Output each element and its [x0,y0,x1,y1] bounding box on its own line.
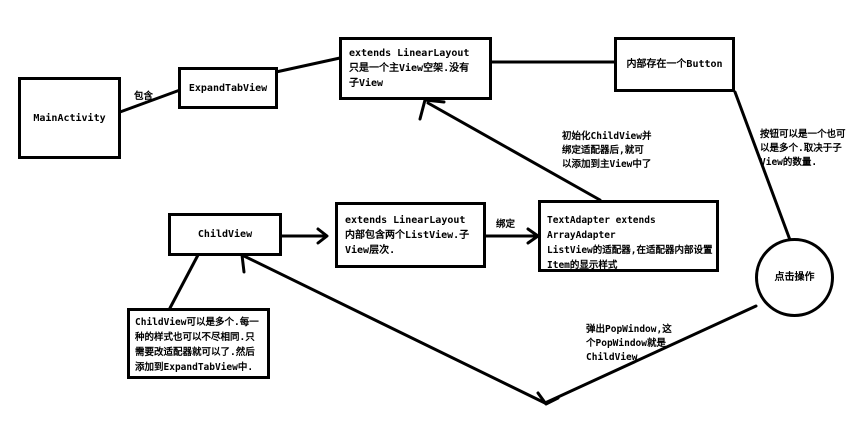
edge-click-to-child [242,254,758,405]
edge-label-button-note: 按钮可以是一个也可 以是多个.取决于子 View的数量. [760,129,846,168]
node-main-activity-label: MainActivity [33,112,106,124]
node-child-view-label: ChildView [197,229,253,240]
node-child-view: ChildView [168,213,282,256]
node-extends-linear-top: extends LinearLayout 只是一个主View空架.没有 子Vie… [339,37,492,100]
edge-main-to-expand [118,88,182,114]
edge-label-popup: 弹出PopWindow,这 个PopWindow就是 ChildView. [586,324,672,363]
node-child-view-note: ChildView可以是多个.每一 种的样式也可以不尽相同.只 需要改适配器就可… [127,308,270,379]
node-click-action: 点击操作 [755,238,834,317]
edge-label-init-child: 初始化ChildView并 绑定适配器后,就可 以添加到主View中了 [562,131,652,170]
node-child-view-note-label: ChildView可以是多个.每一 种的样式也可以不尽相同.只 需要改适配器就可… [135,317,259,373]
node-expand-tab-view-label: ExpandTabView [188,82,268,94]
edge-adapter-to-linear-top [426,101,602,202]
edge-child-to-note [168,253,200,310]
node-click-action-label: 点击操作 [774,272,815,283]
edge-button-to-click [733,90,792,242]
edge-label-bind: 绑定 [496,219,516,230]
node-text-adapter: TextAdapter extends ArrayAdapter ListVie… [538,200,719,272]
node-text-adapter-label: TextAdapter extends ArrayAdapter ListVie… [547,215,713,271]
node-extends-linear-mid-label: extends LinearLayout 内部包含两个ListView.子 Vi… [345,215,470,256]
node-extends-linear-top-label: extends LinearLayout 只是一个主View空架.没有 子Vie… [349,48,470,89]
arrowhead-popup [536,391,560,406]
node-button-box-label: 内部存在一个Button [626,59,723,70]
arrowhead-linear-mid [316,227,329,245]
node-button-box: 内部存在一个Button [614,37,735,92]
arrowhead-linear-top [418,98,446,121]
edge-label-contains: 包含 [134,91,154,102]
edge-expand-to-linear-top [274,56,342,74]
node-main-activity: MainActivity [18,77,121,159]
node-extends-linear-mid: extends LinearLayout 内部包含两个ListView.子 Vi… [335,202,486,268]
node-expand-tab-view: ExpandTabView [178,67,278,109]
